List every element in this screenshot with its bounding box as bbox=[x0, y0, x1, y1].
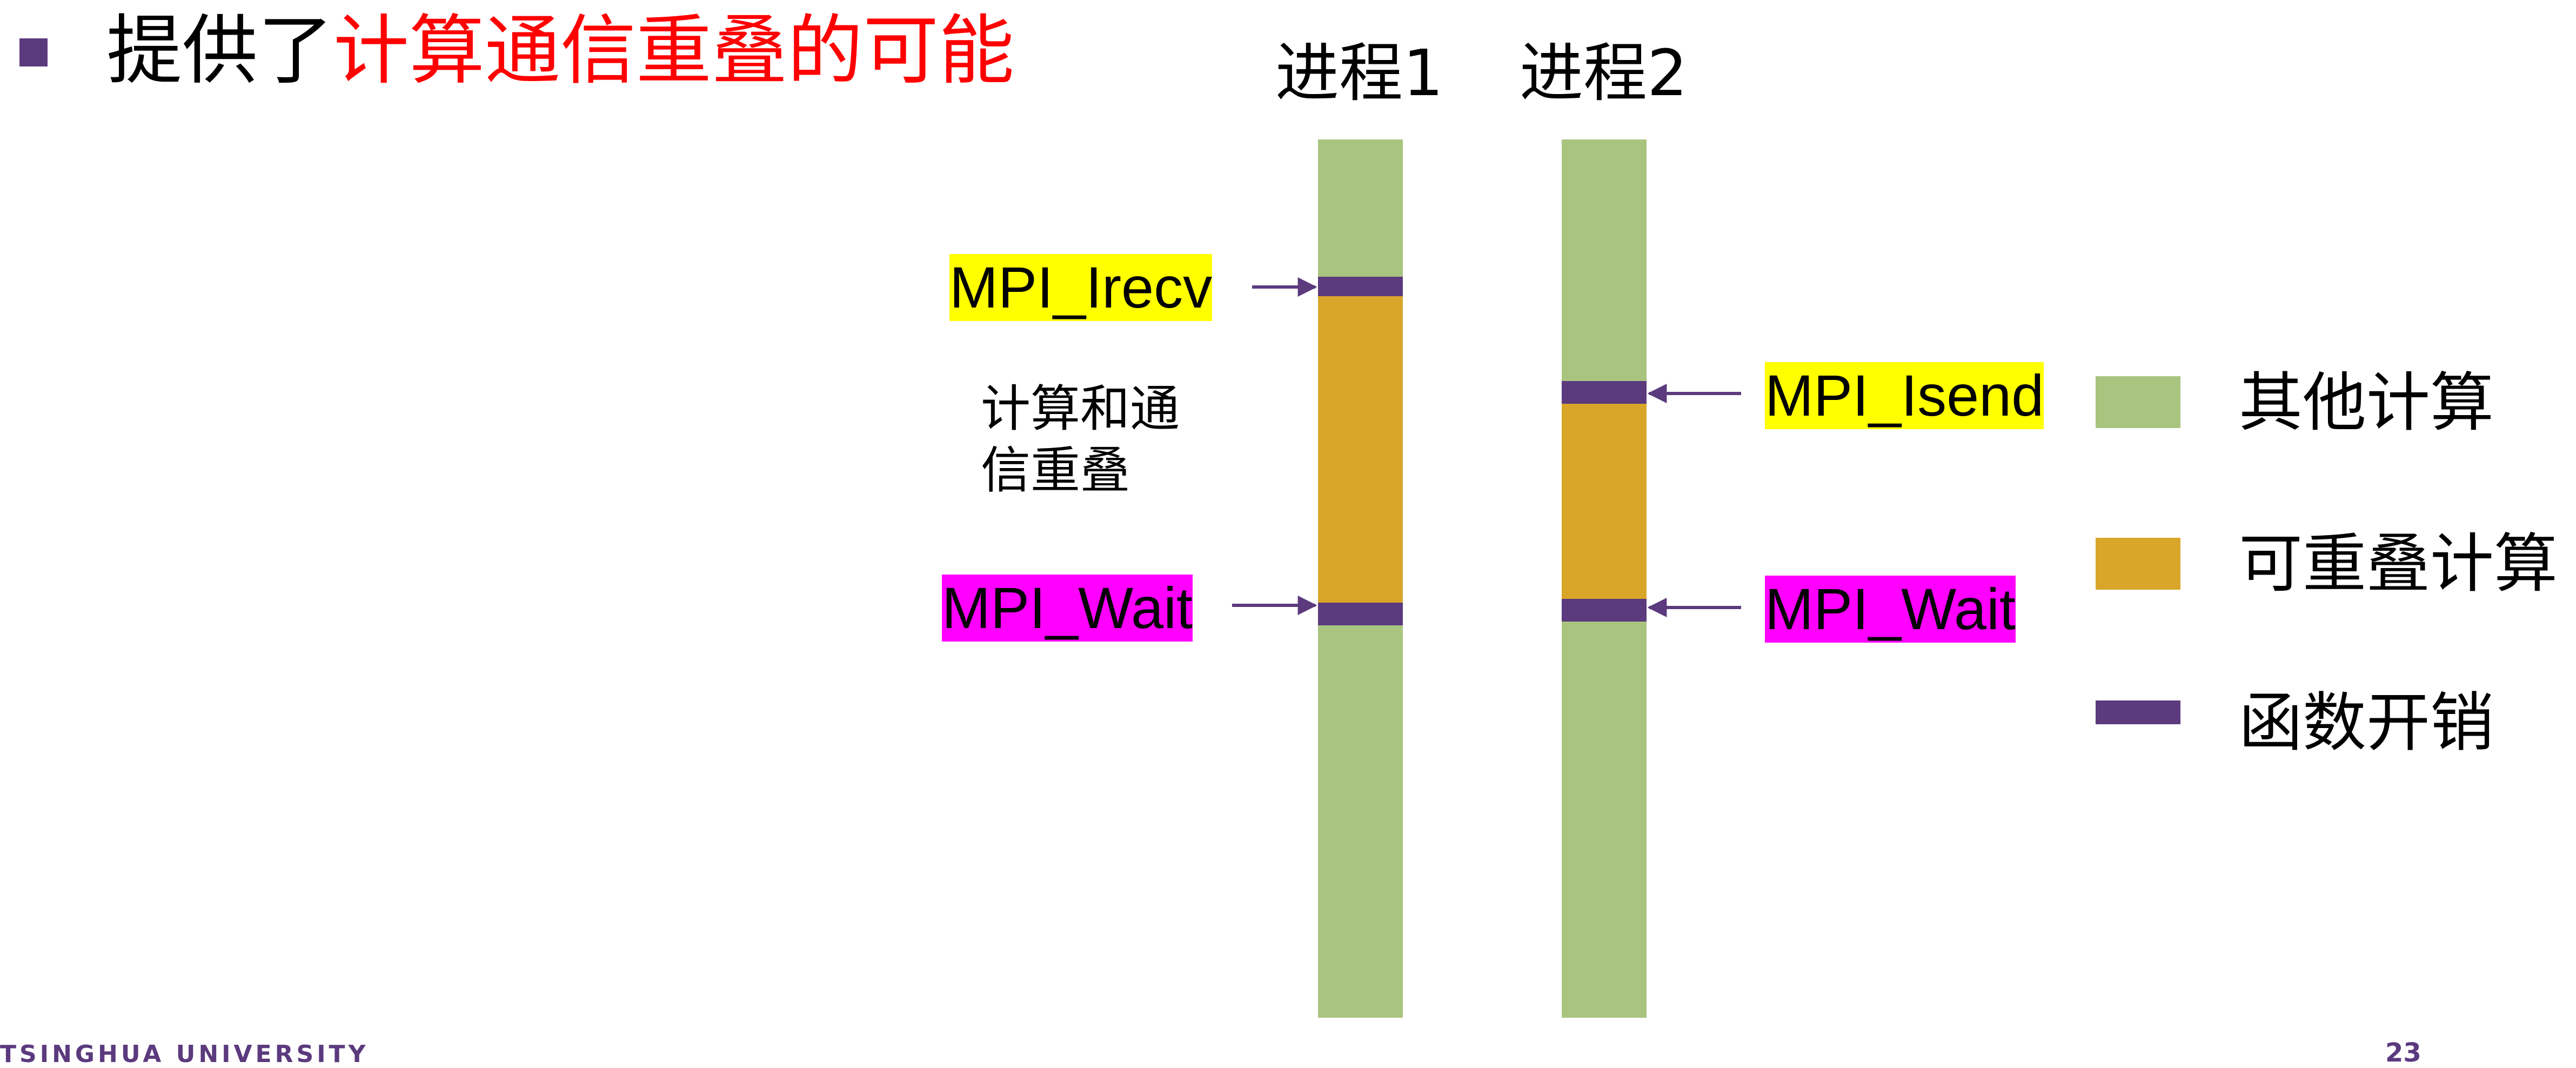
process-1-wait-overhead bbox=[1318, 603, 1403, 625]
headline-prefix: 提供了 bbox=[106, 7, 334, 95]
legend-swatch-other-compute bbox=[2096, 376, 2180, 428]
mpi-isend-label: MPI_Isend bbox=[1765, 362, 2044, 429]
legend-label-other-compute: 其他计算 bbox=[2239, 365, 2494, 440]
process-2-other-compute-bottom bbox=[1562, 622, 1647, 1018]
mpi-wait-right-label: MPI_Wait bbox=[1765, 576, 2016, 643]
legend-swatch-function-overhead bbox=[2096, 700, 2180, 724]
process-2-timeline bbox=[1562, 139, 1647, 1018]
overlap-note: 计算和通信重叠 bbox=[981, 380, 1180, 499]
process-1-label: 进程1 bbox=[1275, 36, 1444, 110]
process-1-other-compute-bottom bbox=[1318, 625, 1403, 1018]
mpi-irecv-label: MPI_Irecv bbox=[949, 254, 1213, 321]
headline: 提供了计算通信重叠的可能 bbox=[106, 0, 1014, 103]
process-1-other-compute-top bbox=[1318, 139, 1403, 277]
process-2-other-compute-top bbox=[1562, 139, 1647, 381]
legend-swatch-overlap-compute bbox=[2096, 538, 2180, 590]
process-1-irecv-overhead bbox=[1318, 277, 1403, 296]
mpi-wait-left-label: MPI_Wait bbox=[942, 575, 1193, 642]
process-2-label: 进程2 bbox=[1520, 36, 1688, 110]
page-number: 23 bbox=[2385, 1038, 2421, 1068]
legend-label-overlap-compute: 可重叠计算 bbox=[2239, 526, 2558, 601]
process-2-isend-overhead bbox=[1562, 381, 1647, 404]
headline-highlight: 计算通信重叠的可能 bbox=[333, 7, 1015, 95]
process-2-wait-overhead bbox=[1562, 599, 1647, 622]
legend-label-function-overhead: 函数开销 bbox=[2239, 685, 2494, 760]
bullet-square-icon bbox=[19, 38, 48, 66]
footer-university: TSINGHUA UNIVERSITY bbox=[0, 1040, 369, 1068]
process-1-timeline bbox=[1318, 139, 1403, 1018]
process-2-overlap-compute bbox=[1562, 404, 1647, 599]
